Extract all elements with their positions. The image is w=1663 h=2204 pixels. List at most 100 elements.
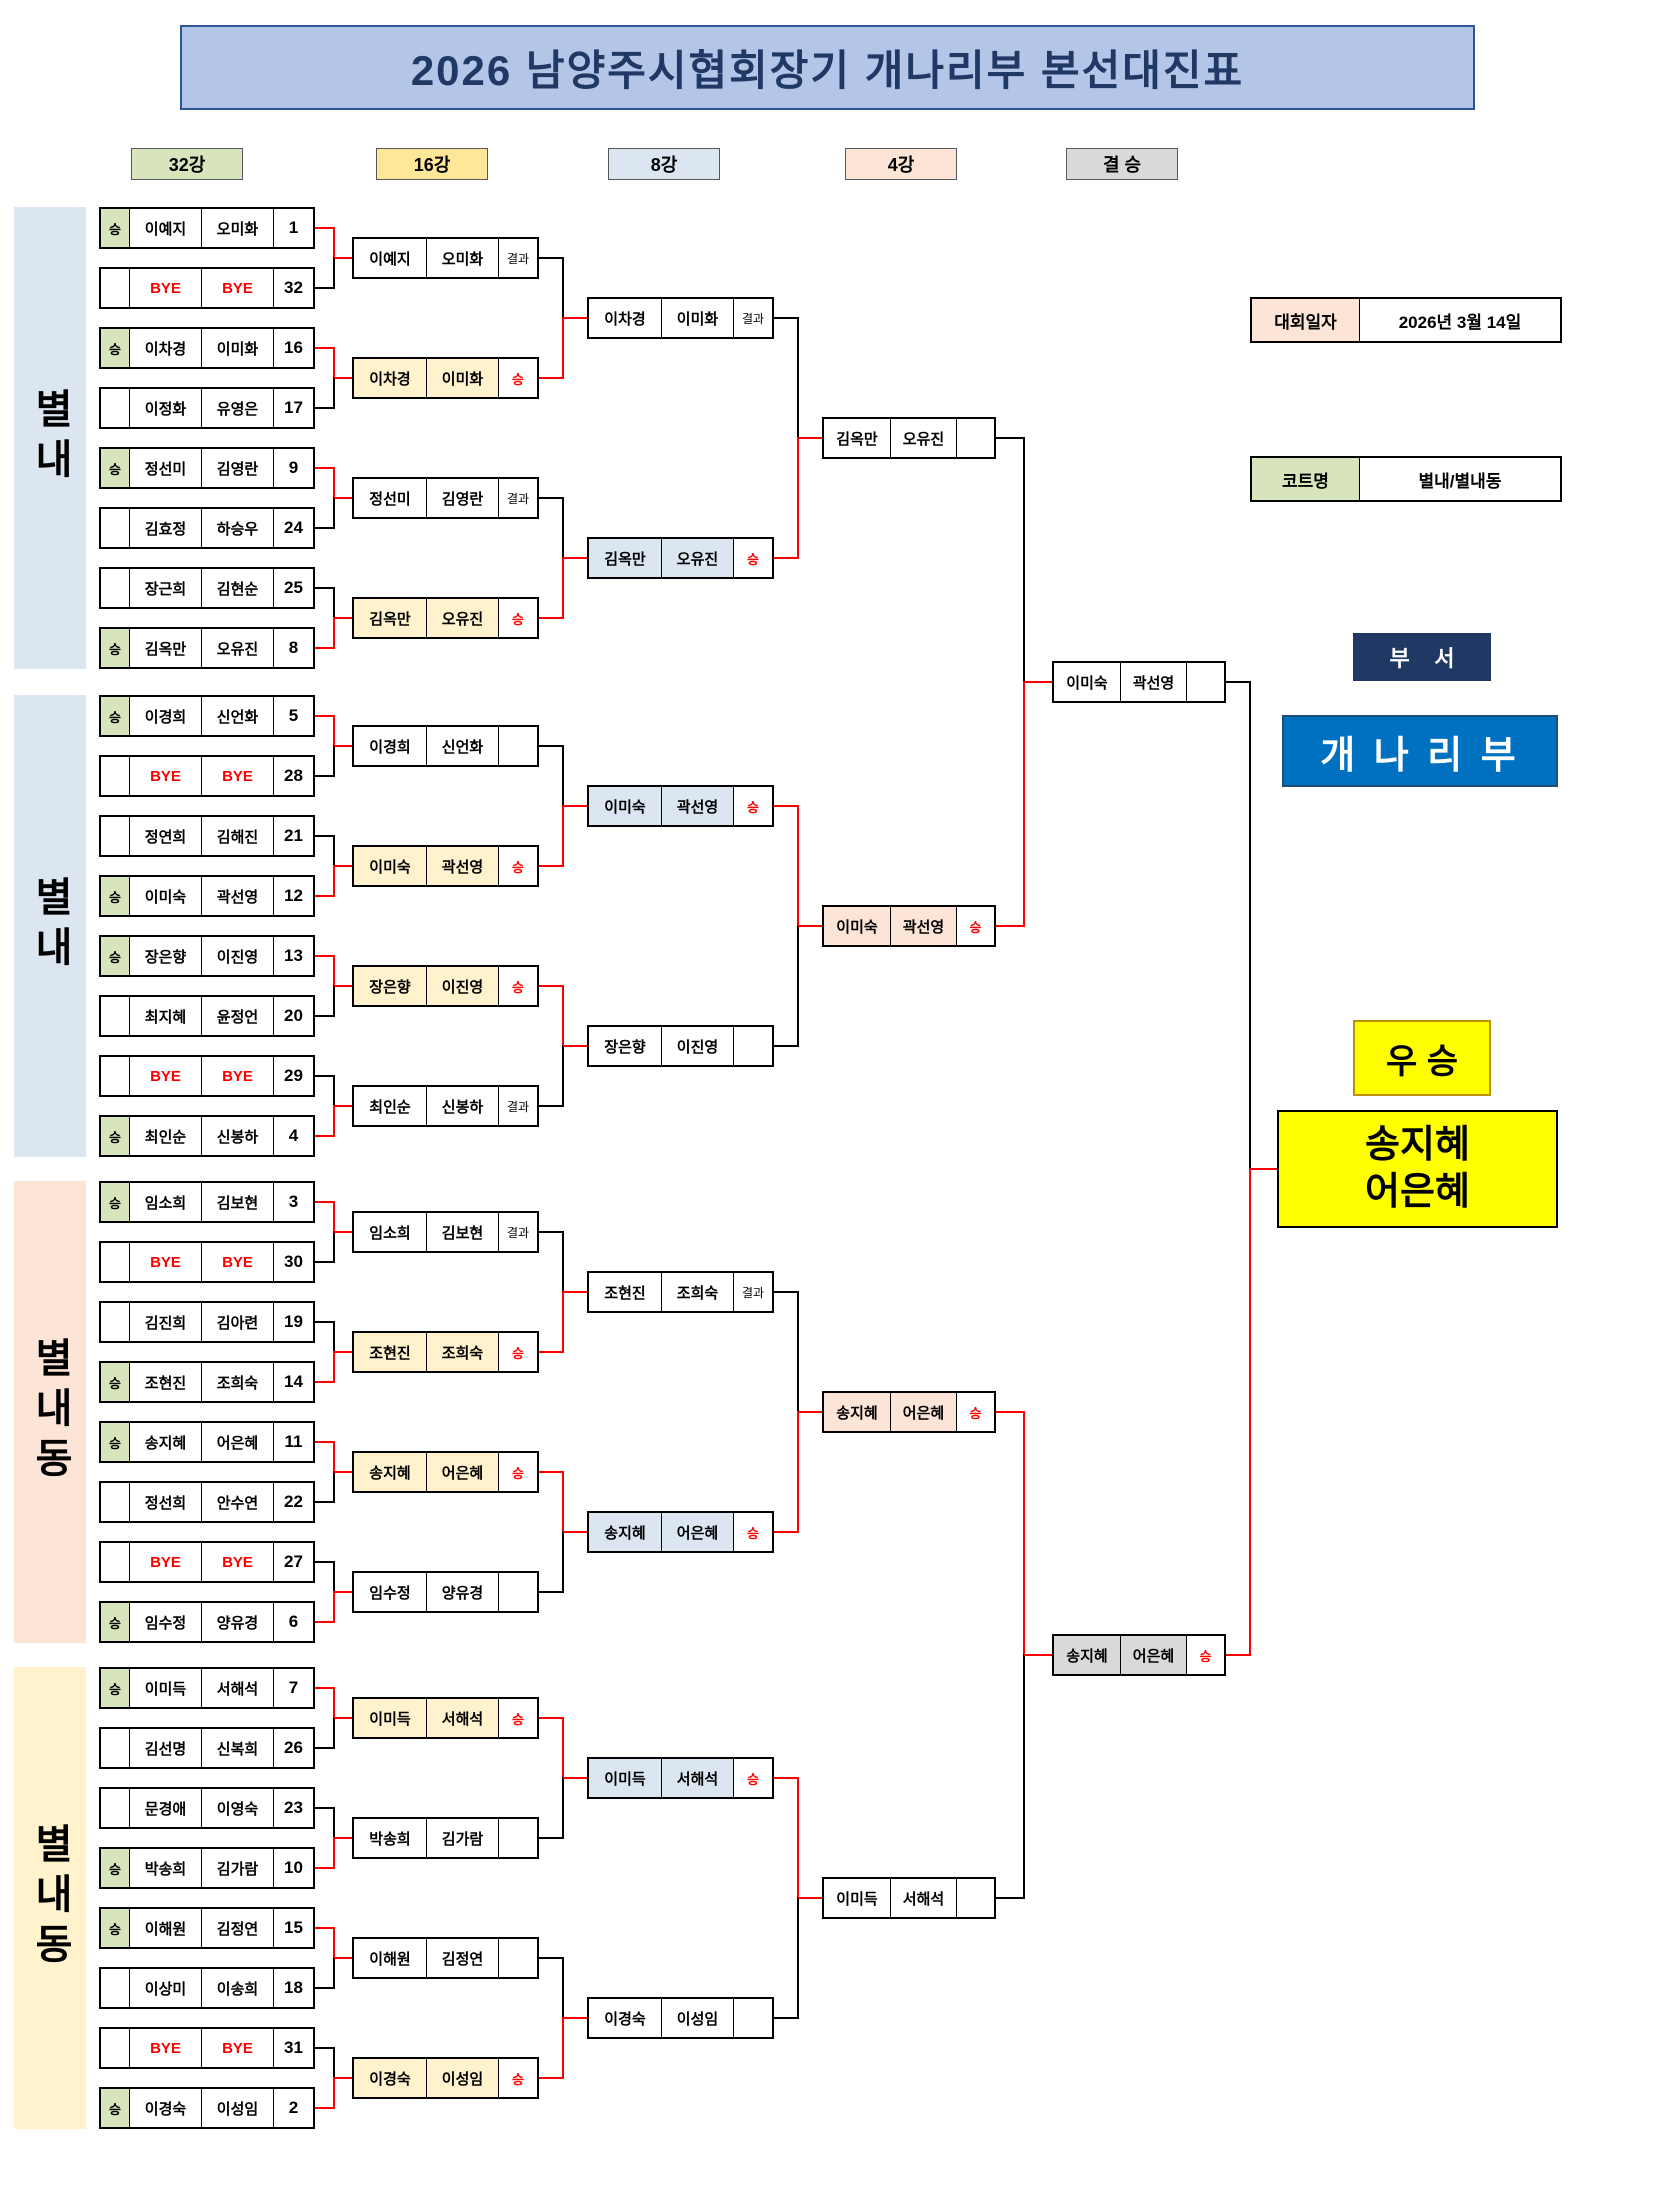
match-cell: 김옥만 [824, 419, 890, 457]
connector-line [315, 647, 334, 649]
match-cell: 승 [733, 787, 772, 825]
connector-line [562, 1231, 564, 1293]
connector-line [315, 527, 334, 529]
connector-line [332, 1927, 335, 1959]
match-cell: 이성임 [201, 2089, 273, 2127]
connector-line [315, 1747, 334, 1749]
connector-line [315, 1261, 334, 1263]
match-cell: 김영란 [426, 479, 498, 517]
match-cell: 이경숙 [589, 1999, 661, 2037]
connector-line [332, 617, 335, 649]
match-cell: 이경희 [354, 727, 426, 765]
connector-line [333, 497, 352, 499]
group-label-text: 별내동 [28, 1337, 72, 1487]
match-cell: 7 [273, 1669, 313, 1707]
connector-line [562, 257, 564, 319]
champion-name-2: 어은혜 [1365, 1171, 1470, 1213]
match-cell: 장근희 [129, 569, 201, 607]
date-value: 2026년 3월 14일 [1360, 299, 1560, 341]
match-cell [101, 1543, 129, 1581]
match-cell: 송지혜 [1054, 1636, 1120, 1674]
connector-line [315, 895, 334, 897]
match-cell: 32 [273, 269, 313, 307]
match-cell: 승 [101, 449, 129, 487]
connector-line [332, 497, 335, 529]
connector-line [315, 775, 334, 777]
match-cell: 이상미 [129, 1969, 201, 2007]
connector-line [333, 985, 352, 987]
match-cell: 김옥만 [354, 599, 426, 637]
connector-line [332, 1441, 335, 1473]
match-cell: 어은혜 [890, 1393, 956, 1431]
connector-line [315, 1135, 334, 1137]
match-cell: 승 [101, 2089, 129, 2127]
connector-line [1023, 437, 1025, 683]
match-cell [101, 1969, 129, 2007]
match-cell: 이경숙 [129, 2089, 201, 2127]
connector-line [539, 1837, 563, 1839]
group-label-text: 별내 [28, 388, 72, 488]
match-cell: 30 [273, 1243, 313, 1281]
match-cell: BYE [201, 1543, 273, 1581]
match-cell [101, 389, 129, 427]
connector-line [315, 1987, 334, 1989]
connector-line [1023, 1654, 1025, 1899]
match-cell: 24 [273, 509, 313, 547]
connector-line [1249, 681, 1251, 1170]
champion-box: 송지혜 어은혜 [1277, 1110, 1558, 1228]
connector-line [1226, 1654, 1250, 1656]
connector-line [315, 1927, 334, 1929]
match-cell: 이미화 [426, 359, 498, 397]
connector-line [562, 1957, 564, 2019]
court-value: 별내/별내동 [1360, 458, 1560, 500]
connector-line [315, 1807, 334, 1809]
connector-line [539, 865, 563, 867]
connector-line [562, 805, 564, 867]
match-cell: 이영숙 [201, 1789, 273, 1827]
connector-line [332, 1351, 335, 1383]
match-cell: BYE [201, 269, 273, 307]
connector-line [333, 745, 352, 747]
match-cell [101, 757, 129, 795]
round-header-r32: 32강 [131, 148, 243, 180]
match-cell: 윤정언 [201, 997, 273, 1035]
connector-line [332, 985, 335, 1017]
match-cell: 승 [101, 1669, 129, 1707]
match-cell: 이미득 [354, 1699, 426, 1737]
match-cell: 14 [273, 1363, 313, 1401]
match-cell: 승 [101, 937, 129, 975]
match-cell: 임수정 [129, 1603, 201, 1641]
match-cell: 신봉하 [426, 1087, 498, 1125]
match-cell: 조희숙 [661, 1273, 733, 1311]
match-cell: 신언화 [426, 727, 498, 765]
match-cell: 이해원 [129, 1909, 201, 1947]
match-cell: 이미화 [201, 329, 273, 367]
match-cell: 이성임 [661, 1999, 733, 2037]
connector-line [563, 557, 587, 559]
match-cell: 조희숙 [201, 1363, 273, 1401]
match-cell: 이경숙 [354, 2059, 426, 2097]
match-cell: 31 [273, 2029, 313, 2067]
connector-line [797, 1777, 799, 1899]
match-cell: 최인순 [129, 1117, 201, 1155]
match-cell: 김가람 [426, 1819, 498, 1857]
connector-line [332, 1201, 335, 1233]
match-cell: 28 [273, 757, 313, 795]
connector-line [315, 2107, 334, 2109]
match-cell: 10 [273, 1849, 313, 1887]
match-cell: 1 [273, 209, 313, 247]
match-cell: 송지혜 [354, 1453, 426, 1491]
connector-line [539, 2077, 563, 2079]
match-cell: 이성임 [426, 2059, 498, 2097]
match-cell: 승 [101, 1183, 129, 1221]
match-cell: 어은혜 [1120, 1636, 1186, 1674]
